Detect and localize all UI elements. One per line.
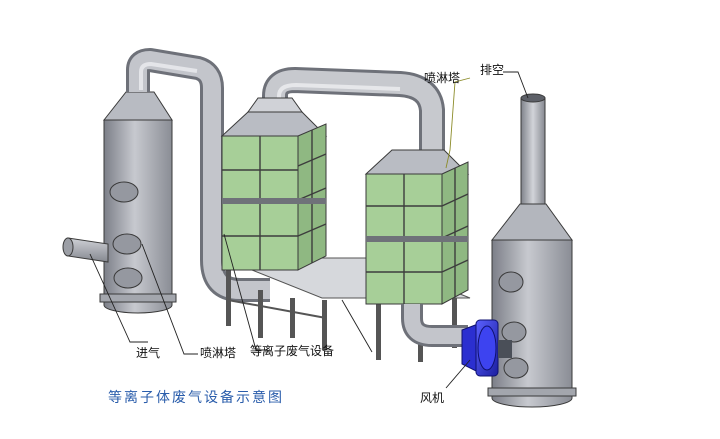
leader-lines — [89, 71, 529, 389]
label-exhaust: 排空 — [480, 63, 504, 77]
label-inlet: 进气 — [136, 345, 160, 360]
label-spray-tower-right: 喷淋塔 — [424, 71, 460, 85]
connecting-pipe-left — [126, 48, 270, 302]
left-spray-tower — [99, 91, 177, 314]
diagram-caption: 等离子体废气设备示意图 — [108, 389, 284, 406]
labels: 进气 喷淋塔 等离子废气设备 喷淋塔 排空 风机 — [136, 63, 504, 405]
plasma-unit-right — [364, 149, 470, 305]
label-plasma-equipment: 等离子废气设备 — [250, 343, 334, 358]
plasma-unit-left — [220, 97, 328, 271]
inlet-pipe — [62, 237, 109, 263]
fan — [461, 319, 512, 377]
label-fan: 风机 — [420, 391, 444, 405]
label-spray-tower-left: 喷淋塔 — [200, 346, 236, 360]
connecting-pipe-bottom — [401, 304, 468, 347]
right-spray-tower — [487, 93, 577, 408]
connecting-pipe-top — [262, 67, 445, 150]
